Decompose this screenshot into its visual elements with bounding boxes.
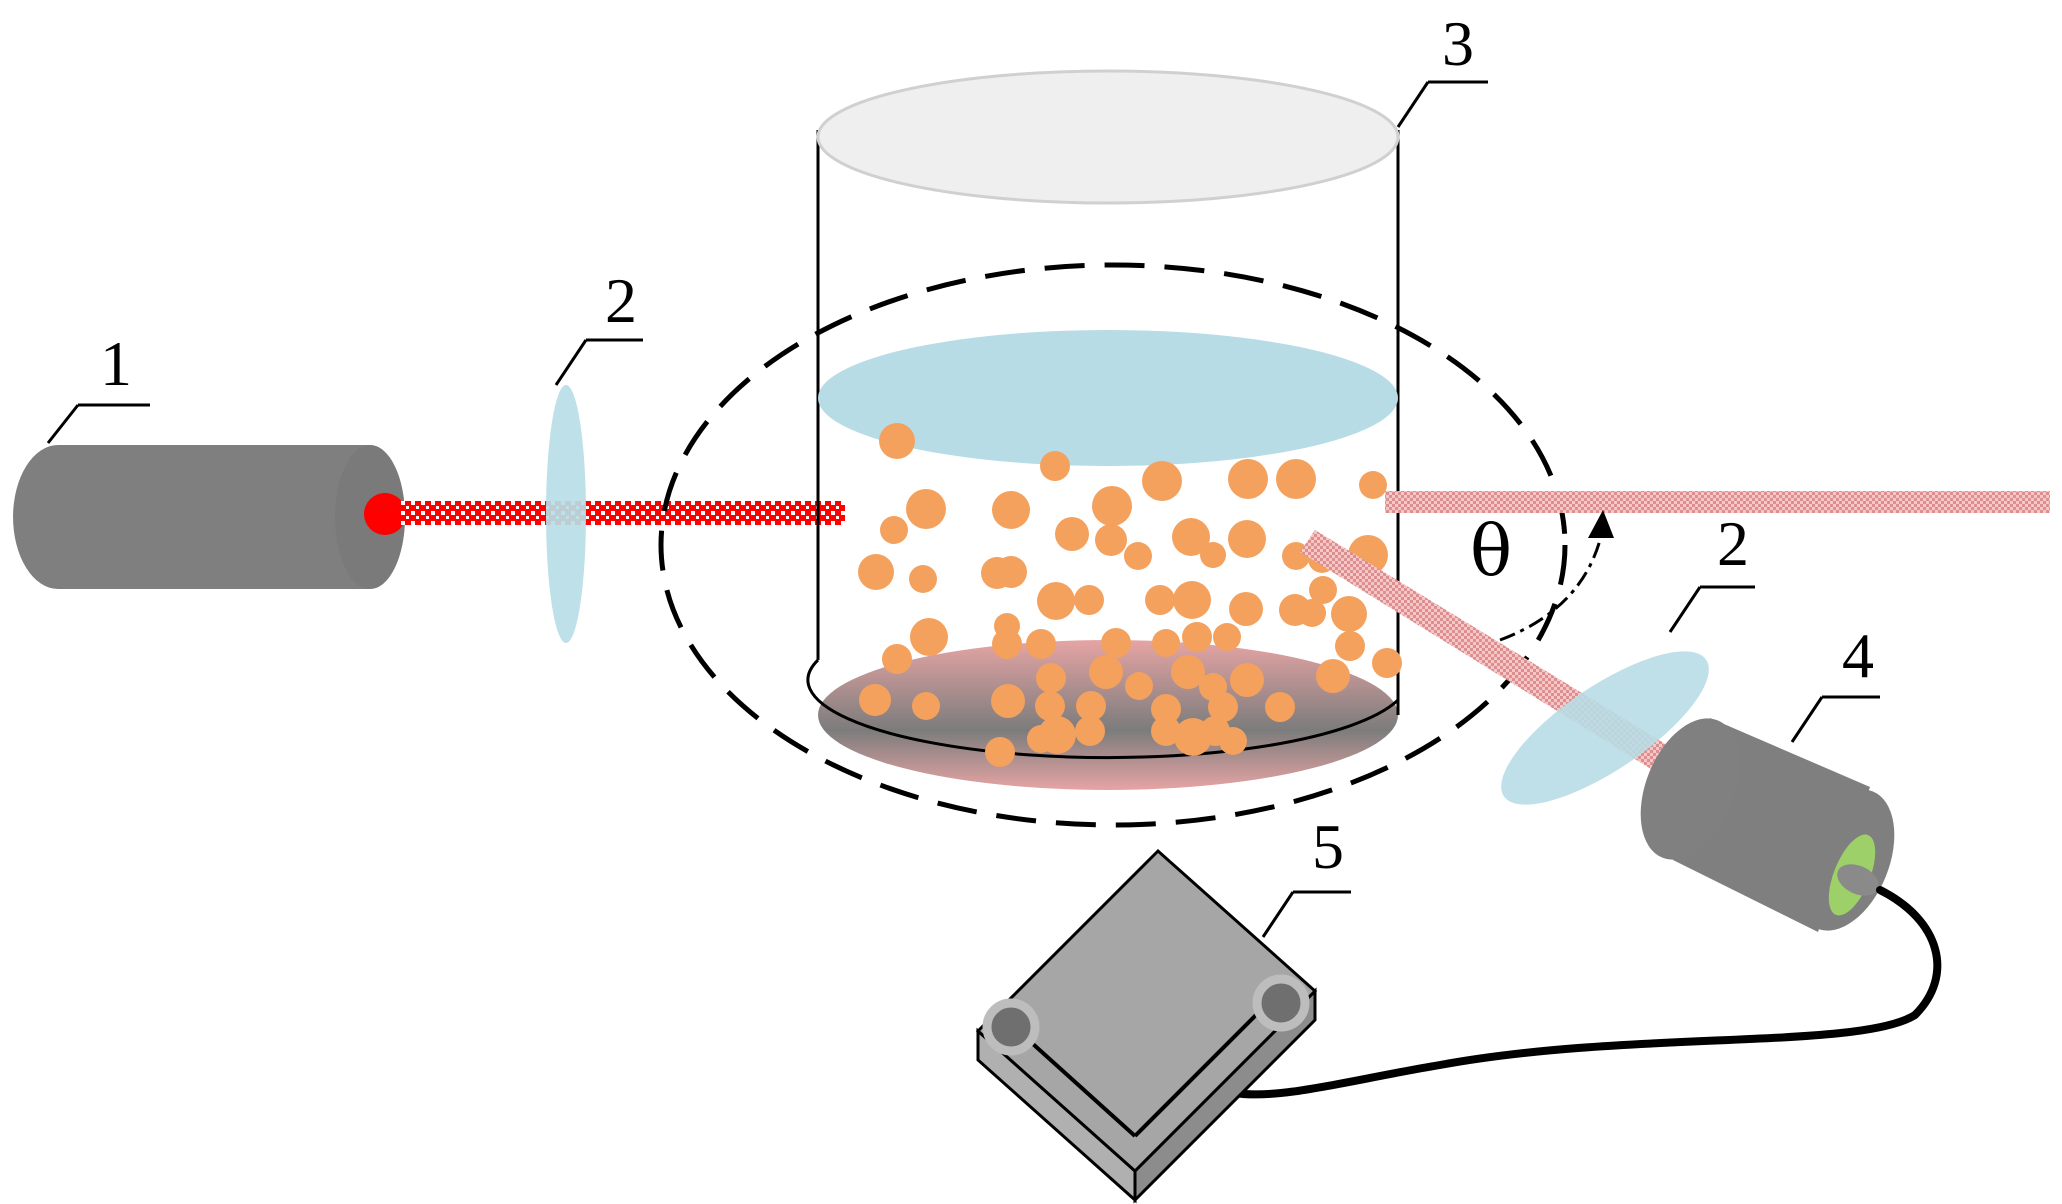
laser-icon (13, 445, 406, 589)
particle (1230, 663, 1264, 697)
particle (1335, 631, 1365, 661)
label-angle: θ (1470, 510, 1512, 592)
particle (1265, 692, 1295, 722)
particle (1213, 623, 1241, 651)
particle (1092, 486, 1132, 526)
lens-icon (546, 385, 586, 643)
particle (1040, 451, 1070, 481)
particle (1151, 716, 1181, 746)
particle (1372, 648, 1402, 678)
laser-aperture (364, 493, 406, 535)
particle (1151, 694, 1181, 724)
particle (1055, 517, 1089, 551)
container-lid (816, 69, 1400, 205)
label-lens-incident: 2 (605, 265, 637, 336)
particle (1298, 599, 1326, 627)
label-detector: 4 (1842, 620, 1874, 691)
particle (1075, 716, 1105, 746)
signal-cable (1231, 886, 1942, 1099)
particle (1359, 471, 1387, 499)
particle (992, 491, 1030, 529)
incident-beam (400, 501, 845, 525)
transmitted-beam (1385, 491, 2050, 513)
label-lens-scattered: 2 (1717, 508, 1749, 579)
detector-icon (1640, 718, 1895, 932)
particle (1219, 727, 1247, 755)
particle (1026, 629, 1056, 659)
particle (994, 613, 1020, 639)
particle (1145, 585, 1175, 615)
particle (909, 565, 937, 593)
particle (1208, 692, 1238, 722)
particle (1276, 459, 1316, 499)
particle (1316, 659, 1350, 693)
lens-icon (1501, 651, 1709, 805)
particle-cloud (858, 423, 1402, 767)
particle (912, 692, 940, 720)
label-laser: 1 (100, 328, 132, 399)
particle (1152, 629, 1180, 657)
particle (1228, 459, 1268, 499)
particle (991, 684, 1025, 718)
particle (1182, 622, 1212, 652)
particle (906, 489, 946, 529)
particle (882, 644, 912, 674)
particle (1142, 461, 1182, 501)
particle (1095, 524, 1127, 556)
particle (859, 684, 891, 716)
scattering-volume (658, 262, 1568, 828)
angle-arc (1499, 539, 1602, 642)
particle (880, 516, 908, 544)
particle (1027, 725, 1055, 753)
particle (858, 554, 894, 590)
particle (1125, 672, 1153, 700)
label-container: 3 (1442, 8, 1474, 79)
angle-arrowhead (1588, 510, 1614, 538)
particle (1035, 691, 1065, 721)
particle (1171, 655, 1205, 689)
controller-icon (975, 848, 1318, 1204)
particle (1228, 520, 1266, 558)
particle (1309, 576, 1337, 604)
particle (1124, 542, 1152, 570)
label-controller: 5 (1312, 811, 1344, 882)
particle (1172, 518, 1210, 556)
particle (1036, 663, 1066, 693)
particle (1229, 592, 1263, 626)
particle (879, 423, 915, 459)
particle (1037, 582, 1075, 620)
particle (1089, 655, 1123, 689)
particle (985, 737, 1015, 767)
particle (995, 556, 1027, 588)
particle (910, 618, 948, 656)
particle (1074, 585, 1104, 615)
particle (1173, 581, 1211, 619)
liquid-surface (818, 330, 1398, 466)
particle (1101, 628, 1131, 658)
particle (1200, 542, 1226, 568)
particle (1331, 596, 1367, 632)
particle (1076, 691, 1106, 721)
